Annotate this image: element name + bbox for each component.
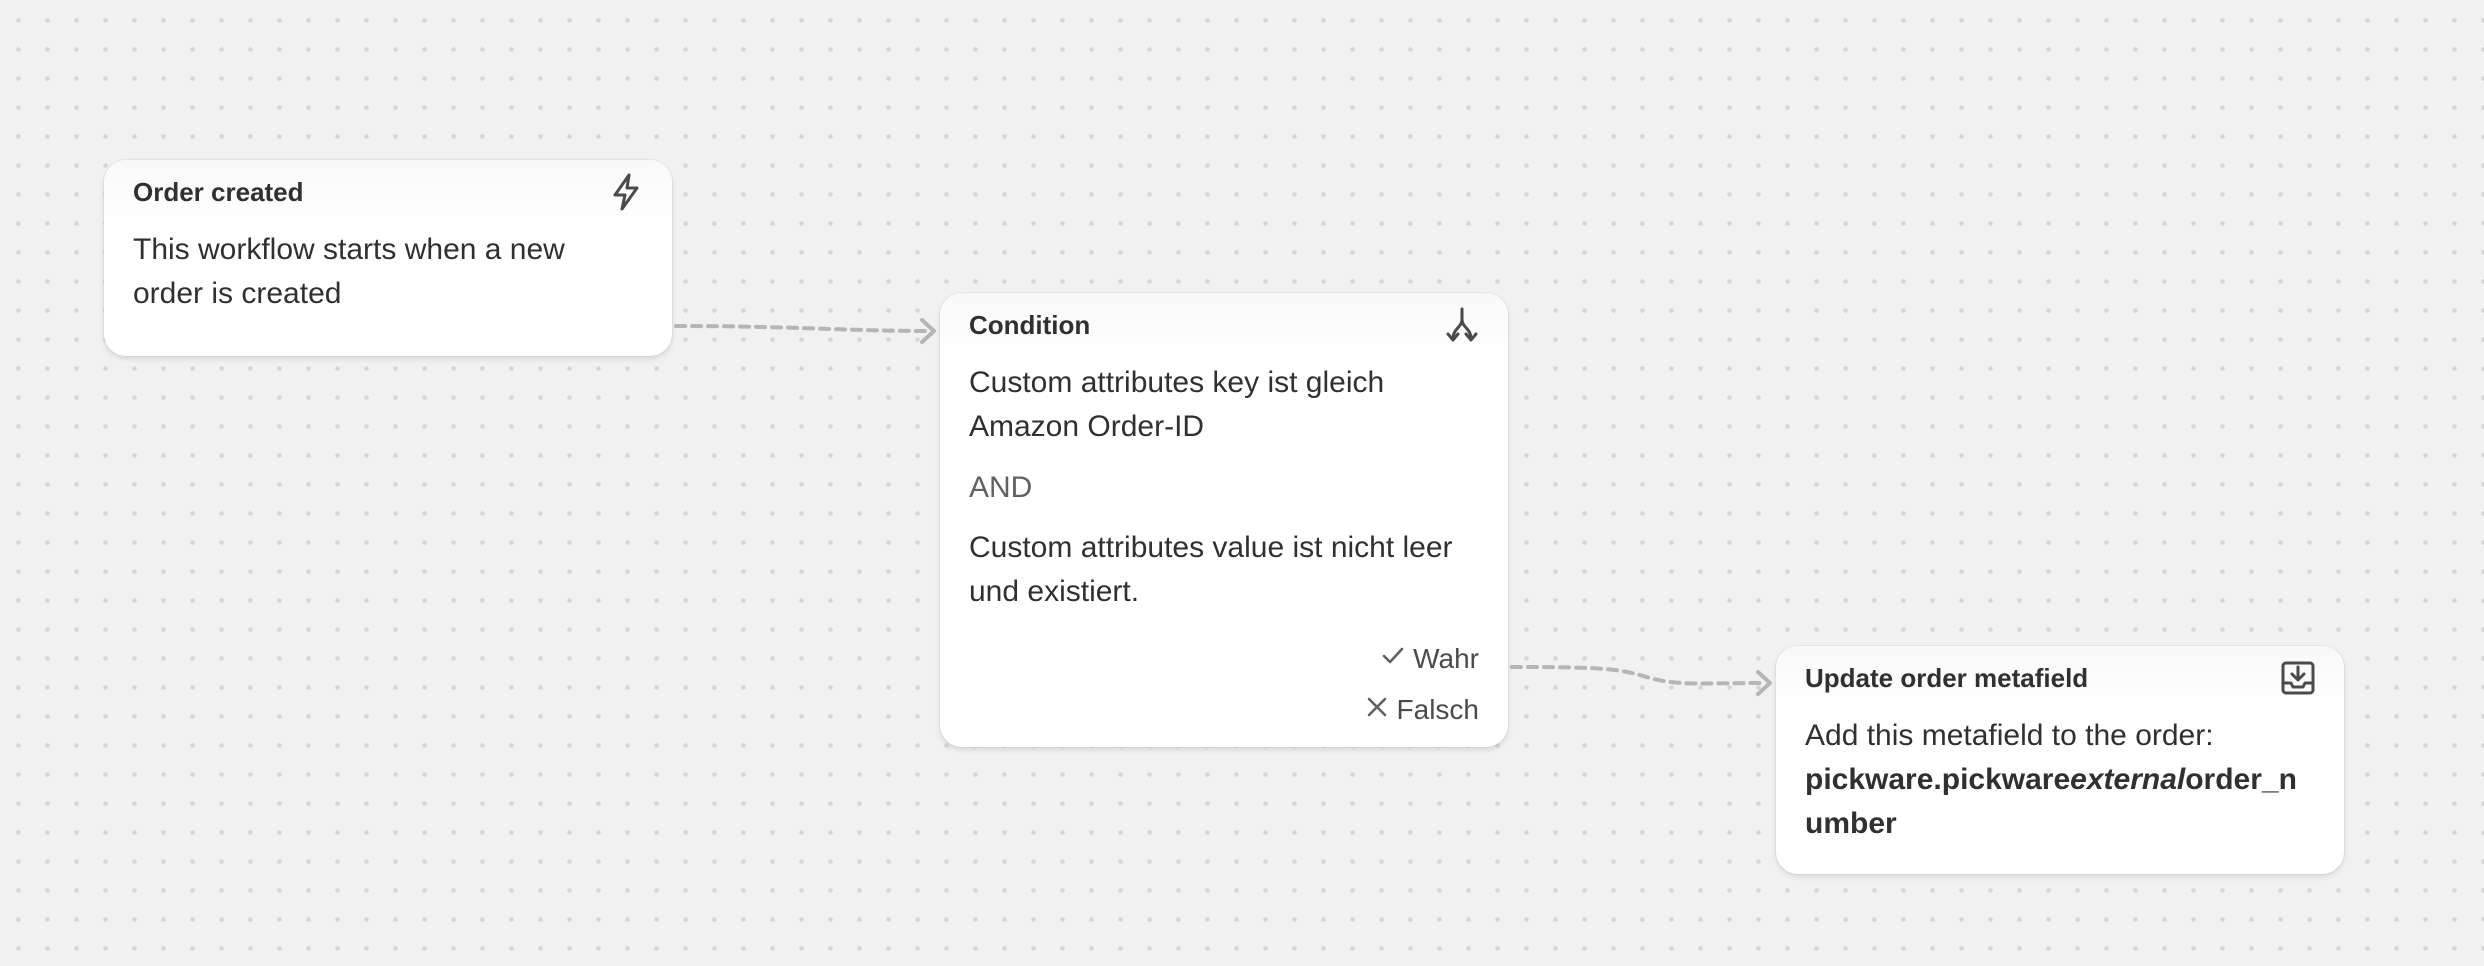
condition-branches: Wahr Falsch [1365,633,1479,735]
trigger-node-body: This workflow starts when a new order is… [104,224,672,316]
action-node-title: Update order metafield [1805,662,2089,693]
connector-true-to-action [1510,665,1766,686]
condition-node[interactable]: Condition Custom attributes key ist glei… [940,293,1508,747]
metafield-emphasis: external [2070,763,2186,796]
metafield-suffix: order_number [1805,763,2297,840]
action-description: Add this metafield to the order: [1805,719,2214,752]
branch-false[interactable]: Falsch [1365,684,1479,735]
connector-arrowhead [920,318,936,344]
branch-split-icon [1445,306,1479,344]
condition-node-header: Condition [940,293,1508,357]
action-node[interactable]: Update order metafield Add this metafiel… [1776,646,2344,874]
connector-trigger-to-condition [674,324,930,333]
download-tray-icon [2281,659,2315,697]
branch-false-label: Falsch [1396,693,1479,725]
branch-true-label: Wahr [1413,642,1479,674]
condition-node-title: Condition [969,309,1091,340]
metafield-prefix: pickware.pickware [1805,763,2071,796]
checkmark-icon [1381,643,1405,675]
connector-arrowhead [1756,670,1772,696]
lightning-bolt-icon [609,173,643,211]
action-node-header: Update order metafield [1776,646,2344,710]
metafield-name: pickware.pickwareexternalorder_number [1805,758,2315,846]
trigger-description: This workflow starts when a new order is… [133,233,565,310]
condition-rule-2: Custom attributes value ist nicht leer u… [969,531,1453,608]
branch-true[interactable]: Wahr [1365,633,1479,684]
action-node-body: Add this metafield to the order: pickwar… [1776,710,2344,846]
trigger-node[interactable]: Order created This workflow starts when … [104,160,672,356]
condition-rule-1: Custom attributes key ist gleich Amazon … [969,366,1385,443]
x-icon [1365,694,1389,726]
trigger-node-header: Order created [104,160,672,224]
condition-node-body: Custom attributes key ist gleich Amazon … [940,357,1508,614]
condition-operator: AND [969,471,1033,504]
trigger-node-title: Order created [133,176,304,207]
